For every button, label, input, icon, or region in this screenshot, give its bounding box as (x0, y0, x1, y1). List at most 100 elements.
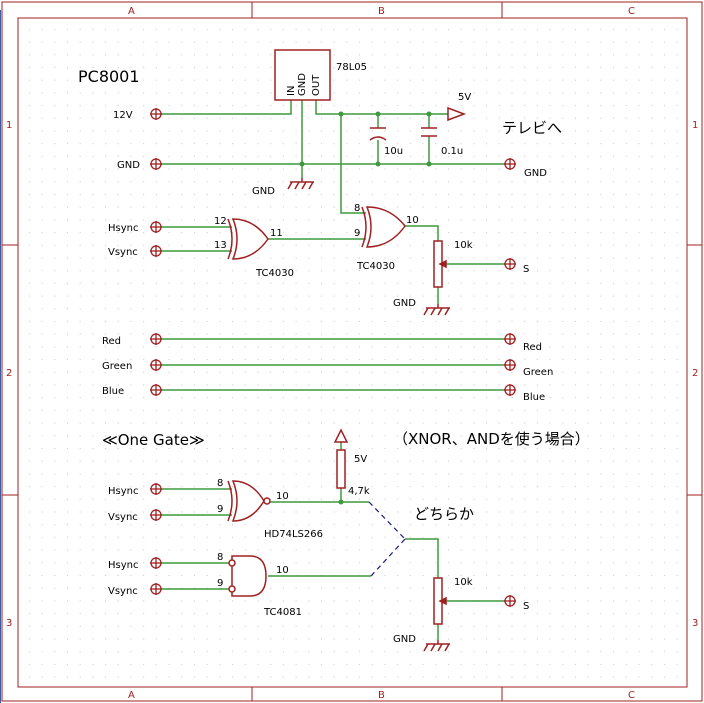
label-gnd-reg: GND (252, 186, 275, 197)
regulator-78l05 (274, 49, 331, 101)
label-xnor-note: （XNOR、ANDを使う場合） (393, 430, 590, 448)
label-12v: 12V (113, 110, 133, 121)
pin-g1-out: 11 (270, 228, 283, 239)
label-red-r: Red (523, 342, 542, 353)
col-label-a-top: A (128, 6, 135, 17)
pot-10k-1 (433, 240, 447, 288)
label-pot2: 10k (454, 577, 473, 588)
label-resistor-47k: 4,7k (348, 486, 370, 497)
connector-green-r (504, 359, 516, 371)
regulator-ref: 78L05 (336, 62, 367, 73)
col-label-a-bottom: A (128, 690, 135, 701)
row-label-3-left: 3 (6, 618, 12, 629)
gnd-symbol-pot2 (423, 640, 450, 652)
label-cap-10u: 10u (384, 146, 403, 157)
label-hsync2: Hsync (108, 486, 138, 497)
label-green-r: Green (523, 367, 553, 378)
connector-green-l (150, 359, 162, 371)
label-hsync1: Hsync (108, 223, 138, 234)
pin-g2-b: 9 (354, 228, 360, 239)
pin-g3-a: 8 (217, 478, 223, 489)
connector-vsync2 (150, 509, 162, 521)
label-pot1: 10k (454, 240, 473, 251)
pin-g2-out: 10 (406, 215, 419, 226)
gnd-symbol-regulator (287, 178, 314, 190)
connector-gnd-left (150, 158, 162, 170)
row-label-3-right: 3 (692, 618, 698, 629)
label-s2: S (523, 601, 529, 612)
connectors (150, 108, 516, 607)
col-label-c-top: C (628, 6, 635, 17)
connector-vsync3 (150, 583, 162, 595)
connector-hsync1 (150, 221, 162, 233)
xor-gate-2 (361, 206, 406, 248)
connector-s2 (504, 595, 516, 607)
label-vsync3: Vsync (108, 586, 138, 597)
pin-g3-b: 9 (217, 504, 223, 515)
connector-hsync2 (150, 483, 162, 495)
reg-pin-out: OUT (311, 74, 322, 96)
connector-vsync1 (150, 245, 162, 257)
reg-pin-in: IN (286, 86, 297, 96)
label-red-l: Red (102, 336, 121, 347)
pin-g1-a: 12 (214, 216, 227, 227)
row-label-2-left: 2 (6, 368, 12, 379)
connector-blue-r (504, 384, 516, 396)
pin-g2-a: 8 (354, 203, 360, 214)
pin-g4-a: 8 (217, 552, 223, 563)
pin-g3-out: 10 (276, 491, 289, 502)
label-either: どちらか (414, 505, 474, 523)
cap-0.1u (421, 127, 437, 137)
label-vsync1: Vsync (108, 247, 138, 258)
row-label-1-left: 1 (6, 120, 12, 131)
resistor-4.7k (336, 449, 346, 489)
label-blue-r: Blue (523, 392, 545, 403)
label-5v-lower: 5V (354, 454, 367, 465)
gnd-symbol-pot1 (423, 304, 450, 316)
col-label-b-top: B (378, 6, 385, 17)
col-label-c-bottom: C (628, 690, 635, 701)
label-gnd-pot2: GND (393, 634, 416, 645)
label-gnd-right: GND (524, 168, 547, 179)
label-one-gate: ≪One Gate≫ (102, 431, 205, 449)
gate4-ref: TC4081 (263, 607, 302, 618)
pin-g4-out: 10 (276, 565, 289, 576)
gate3-ref: HD74LS266 (264, 529, 323, 540)
pot-10k-2 (433, 577, 447, 625)
connector-12v (150, 108, 162, 120)
gate1-ref: TC4030 (255, 268, 294, 279)
label-hsync3: Hsync (108, 560, 138, 571)
label-gnd-left: GND (117, 160, 140, 171)
gate2-ref: TC4030 (356, 261, 395, 272)
supply-5v-symbol (447, 106, 467, 122)
supply-5v-lower-symbol (333, 428, 349, 443)
label-cap-0.1u: 0.1u (441, 146, 463, 157)
pin-g4-b: 9 (217, 578, 223, 589)
connector-hsync3 (150, 557, 162, 569)
pin-g1-b: 13 (214, 240, 227, 251)
components (227, 49, 467, 652)
connector-red-l (150, 333, 162, 345)
label-green-l: Green (102, 361, 132, 372)
label-gnd-pot1: GND (393, 298, 416, 309)
label-5v: 5V (458, 92, 471, 103)
connector-red-r (504, 333, 516, 345)
title-pc8001: PC8001 (78, 67, 140, 86)
reg-pin-gnd: GND (297, 73, 308, 96)
cap-10u (369, 127, 387, 141)
label-vsync2: Vsync (108, 512, 138, 523)
label-s1: S (523, 264, 529, 275)
xor-gate-1 (227, 218, 269, 260)
label-blue-l: Blue (102, 386, 124, 397)
row-label-2-right: 2 (692, 368, 698, 379)
row-label-1-right: 1 (692, 120, 698, 131)
xnor-gate-3 (227, 480, 271, 522)
connector-blue-l (150, 384, 162, 396)
connector-gnd-right (504, 158, 516, 170)
junctions (299, 111, 432, 505)
and-gate-4 (228, 555, 267, 597)
connector-s1 (504, 258, 516, 270)
col-label-b-bottom: B (378, 690, 385, 701)
